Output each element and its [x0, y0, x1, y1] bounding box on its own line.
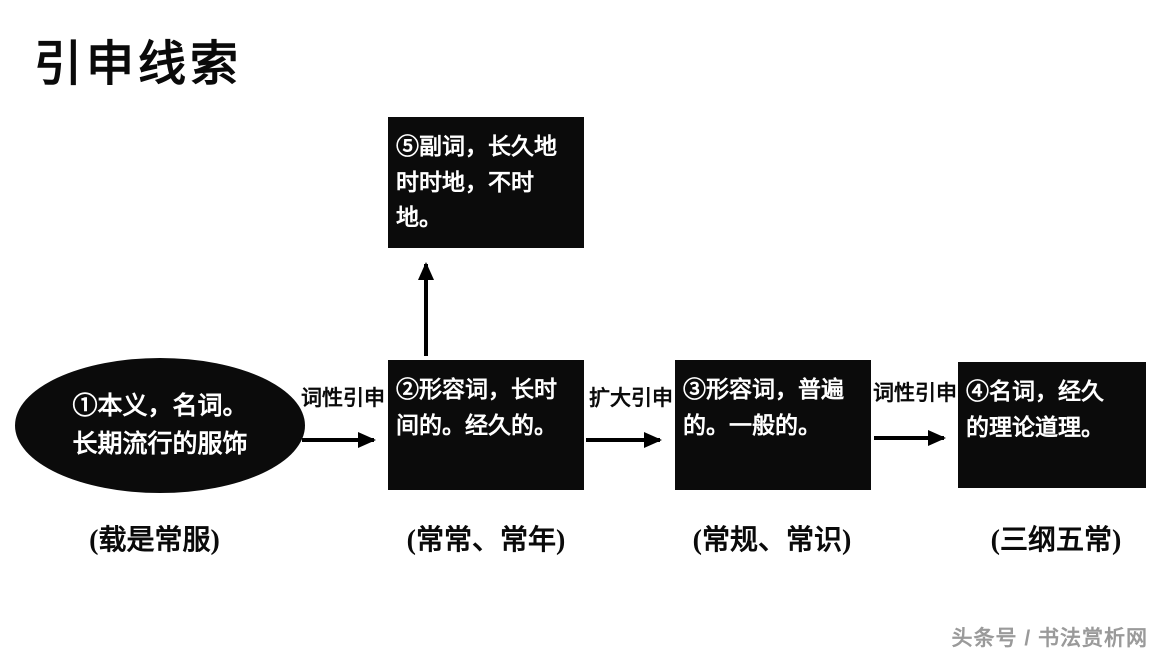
arrow-label-part-of-speech-2: 词性引申 [873, 381, 957, 405]
node-adjective-general: ③形容词，普遍 的。一般的。 [675, 360, 871, 490]
caption-changgui: (常规、常识) [692, 525, 852, 556]
caption-sangangwuchang: (三纲五常) [990, 525, 1122, 556]
node-noun-doctrine: ④名词，经久 的理论道理。 [958, 362, 1146, 488]
page-title: 引申线索 [34, 38, 243, 91]
caption-original: (载是常服) [89, 525, 220, 556]
watermark-text: 头条号 / 书法赏析网 [951, 627, 1148, 650]
node-adverb: ⑤副词，长久地 时时地，不时地。 [388, 117, 584, 248]
caption-changchang: (常常、常年) [406, 525, 566, 556]
node-adjective-long: ②形容词，长时 间的。经久的。 [388, 360, 584, 490]
node-original-meaning: ①本义，名词。 长期流行的服饰 [15, 358, 305, 493]
arrow-label-expansion: 扩大引申 [589, 386, 673, 410]
arrow-label-part-of-speech-1: 词性引申 [301, 386, 385, 410]
